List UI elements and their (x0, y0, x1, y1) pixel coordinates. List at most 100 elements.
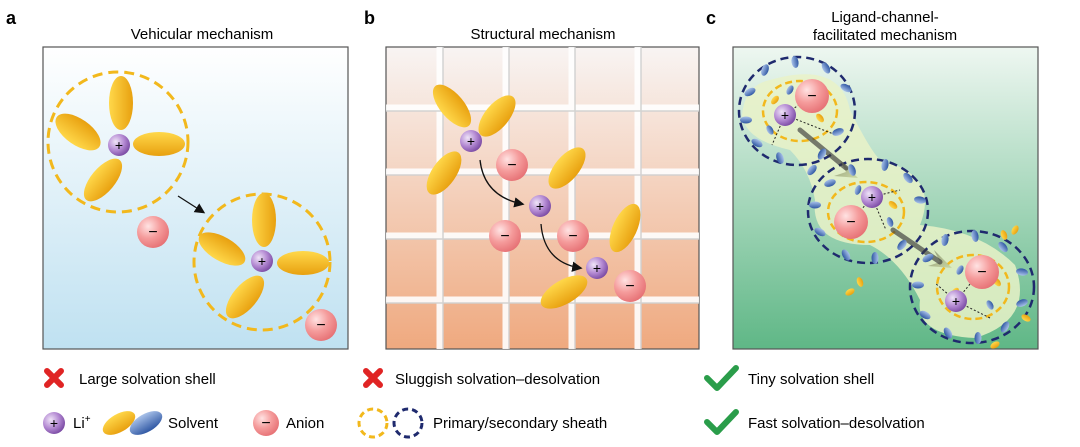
panel-title-b: Structural mechanism (470, 26, 615, 43)
svg-text:−: − (846, 214, 855, 231)
anion: − (305, 309, 337, 341)
legend-sheath: Primary/secondary sheath (357, 407, 607, 439)
li-ion: + (529, 195, 551, 217)
check-icon (704, 365, 739, 391)
svg-text:+: + (536, 198, 544, 214)
solvent-molecule (426, 151, 462, 195)
cross-icon (44, 368, 64, 388)
primary-sheath-icon (357, 407, 389, 439)
panel-c-header: c Ligand-channel- facilitated mechanism (706, 8, 957, 44)
panel-title-c-line1: Ligand-channel- (831, 9, 939, 26)
svg-text:+: + (868, 189, 876, 205)
svg-text:+: + (781, 107, 789, 123)
anion: − (614, 270, 646, 302)
cross-icon (363, 368, 383, 388)
svg-text:−: − (261, 415, 270, 432)
verdict-large-shell: Large solvation shell (44, 368, 216, 388)
svg-text:+: + (593, 260, 601, 276)
svg-text:−: − (316, 317, 325, 334)
solvation-shell (192, 192, 332, 332)
svg-text:−: − (507, 157, 516, 174)
hop-arrow-2 (540, 223, 583, 272)
svg-text:−: − (148, 224, 157, 241)
panel-title-c-line2: facilitated mechanism (813, 27, 957, 44)
solvent-blue-icon (129, 411, 163, 435)
solvation-shell (46, 70, 190, 214)
secondary-sheath (737, 55, 857, 167)
solvent-yellow-icon (102, 411, 136, 435)
legend-li-ion: + Li+ (43, 412, 91, 434)
panel-b-header: b Structural mechanism (364, 8, 616, 43)
panel-letter-a: a (6, 8, 17, 28)
legend-anion: − Anion (253, 410, 324, 436)
anion: − (557, 220, 589, 252)
channel-arrow-2 (893, 228, 952, 268)
primary-sheath (761, 79, 839, 143)
solvent-molecule (432, 84, 472, 128)
solvent-molecule (478, 95, 516, 137)
svg-text:+: + (258, 253, 266, 269)
solvent-molecule (609, 203, 641, 253)
svg-text:−: − (500, 228, 509, 245)
hop-arrow-1 (479, 159, 525, 208)
li-ion: + (861, 186, 883, 208)
svg-text:−: − (625, 278, 634, 295)
li-ion: + (945, 290, 967, 312)
svg-text:−: − (977, 264, 986, 281)
svg-text:−: − (568, 228, 577, 245)
legend: + Li+ Solvent − Anion Primary/secondary … (43, 407, 607, 439)
secondary-sheath (908, 229, 1036, 345)
legend-li-label: Li+ (73, 414, 91, 432)
secondary-sheath (806, 157, 930, 265)
panel-title-a: Vehicular mechanism (131, 26, 274, 43)
li-ion: + (586, 257, 608, 279)
solvent-molecule (225, 275, 265, 319)
solvent-molecule (252, 193, 276, 247)
anion: − (489, 220, 521, 252)
panel-letter-b: b (364, 8, 375, 28)
svg-text:+: + (115, 137, 123, 153)
panel-b: + − + − − + − (385, 46, 700, 350)
verdict-text: Fast solvation–desolvation (748, 415, 925, 432)
legend-anion-label: Anion (286, 415, 324, 432)
solvent-molecule (198, 232, 246, 266)
svg-text:+: + (952, 293, 960, 309)
verdict-text: Large solvation shell (79, 371, 216, 388)
legend-solvent-label: Solvent (168, 415, 219, 432)
panel-a-header: a Vehicular mechanism (6, 8, 273, 43)
svg-text:+: + (467, 133, 475, 149)
li-ion: + (108, 134, 130, 156)
li-ion: + (774, 104, 796, 126)
verdict-text: Sluggish solvation–desolvation (395, 371, 600, 388)
panel-c: − + + − − + (732, 46, 1039, 350)
anion: − (795, 79, 829, 113)
solvent-molecule (109, 76, 133, 130)
solvation-cluster-1: + (46, 70, 190, 214)
li-ion-icon (43, 412, 65, 434)
solvent-molecule (540, 275, 588, 309)
verdict-sluggish: Sluggish solvation–desolvation (363, 368, 600, 388)
solvent-molecule (277, 251, 329, 275)
solvent-molecule (55, 113, 101, 151)
check-icon (704, 409, 739, 435)
anion: − (496, 149, 528, 181)
li-ion: + (251, 250, 273, 272)
ligand-molecules-blue (740, 56, 1028, 344)
solvation-cluster-2: + (192, 192, 332, 332)
anion: − (834, 205, 868, 239)
verdict-text: Tiny solvation shell (748, 371, 874, 388)
legend-solvent: Solvent (102, 411, 219, 435)
svg-text:−: − (807, 88, 816, 105)
anion-icon (253, 410, 279, 436)
primary-sheath (826, 180, 906, 244)
solvent-molecule (133, 132, 185, 156)
li-ion: + (460, 130, 482, 152)
anion: − (965, 255, 999, 289)
transport-arrow (177, 195, 206, 214)
anion: − (137, 216, 169, 248)
verdict-fast: Fast solvation–desolvation (704, 409, 925, 435)
svg-text:+: + (50, 415, 58, 431)
verdict-tiny-shell: Tiny solvation shell (704, 365, 874, 391)
